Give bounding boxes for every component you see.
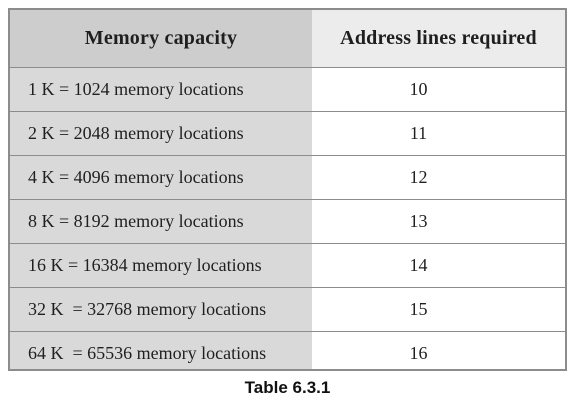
table-row: 2 K = 2048 memory locations 11 xyxy=(10,111,565,156)
header-address-lines: Address lines required xyxy=(312,10,565,68)
address-lines-cell: 16 xyxy=(312,331,565,369)
address-lines-cell: 10 xyxy=(312,67,565,112)
memory-address-table: Memory capacity Address lines required 1… xyxy=(10,10,565,369)
address-lines-cell: 11 xyxy=(312,111,565,156)
table-row: 32 K = 32768 memory locations 15 xyxy=(10,287,565,332)
table-row: 8 K = 8192 memory locations 13 xyxy=(10,199,565,244)
header-memory-capacity: Memory capacity xyxy=(10,10,312,68)
address-lines-cell: 14 xyxy=(312,243,565,288)
table-row: 1 K = 1024 memory locations 10 xyxy=(10,67,565,112)
table-row: 64 K = 65536 memory locations 16 xyxy=(10,331,565,369)
table-row: 16 K = 16384 memory locations 14 xyxy=(10,243,565,288)
memory-capacity-cell: 16 K = 16384 memory locations xyxy=(10,243,312,288)
address-lines-cell: 12 xyxy=(312,155,565,200)
table-row: 4 K = 4096 memory locations 12 xyxy=(10,155,565,200)
address-lines-cell: 13 xyxy=(312,199,565,244)
address-lines-cell: 15 xyxy=(312,287,565,332)
table-header-row: Memory capacity Address lines required xyxy=(10,10,565,68)
memory-capacity-cell: 32 K = 32768 memory locations xyxy=(10,287,312,332)
memory-capacity-cell: 2 K = 2048 memory locations xyxy=(10,111,312,156)
memory-capacity-cell: 8 K = 8192 memory locations xyxy=(10,199,312,244)
memory-table-container: Memory capacity Address lines required 1… xyxy=(8,8,567,371)
table-caption: Table 6.3.1 xyxy=(244,378,331,397)
memory-capacity-cell: 1 K = 1024 memory locations xyxy=(10,67,312,112)
memory-capacity-cell: 4 K = 4096 memory locations xyxy=(10,155,312,200)
memory-capacity-cell: 64 K = 65536 memory locations xyxy=(10,331,312,369)
